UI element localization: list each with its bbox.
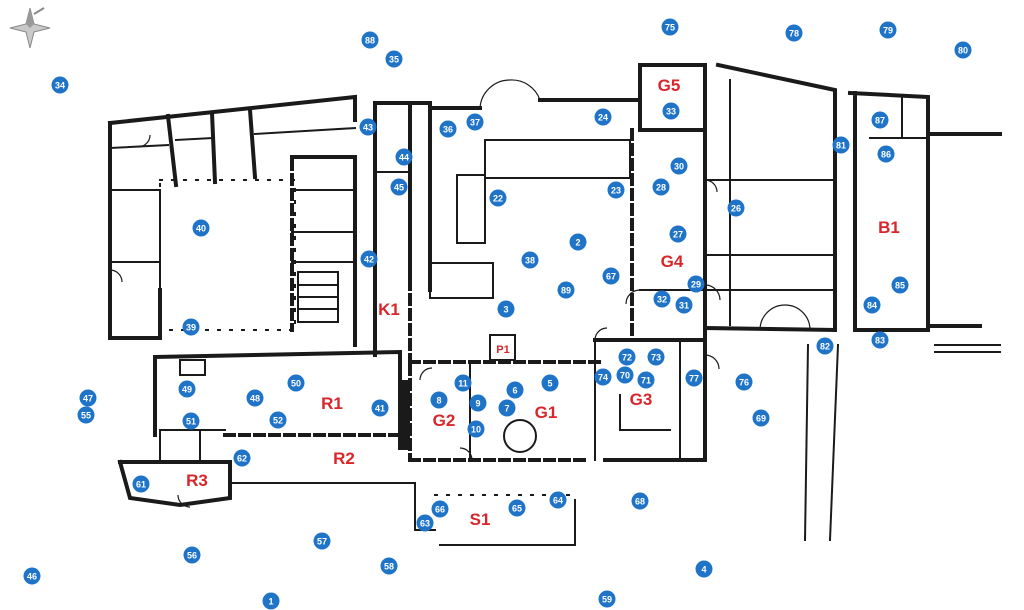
map-marker[interactable]: 39 [182, 318, 200, 336]
room-label-g1: G1 [534, 403, 558, 422]
map-marker[interactable]: 40 [192, 219, 210, 237]
map-marker[interactable]: 86 [877, 145, 895, 163]
map-marker[interactable]: 35 [385, 50, 403, 68]
map-marker[interactable]: 80 [954, 41, 972, 59]
map-marker[interactable]: 76 [735, 373, 753, 391]
map-marker[interactable]: 29 [687, 275, 705, 293]
map-marker[interactable]: 41 [371, 399, 389, 417]
map-marker[interactable]: 34 [51, 76, 69, 94]
map-marker[interactable]: 24 [594, 108, 612, 126]
map-marker[interactable]: 70 [616, 366, 634, 384]
map-marker[interactable]: 85 [891, 276, 909, 294]
room-label-p1: P1 [496, 344, 510, 356]
map-marker[interactable]: 52 [269, 411, 287, 429]
map-marker[interactable]: 75 [661, 18, 679, 36]
map-marker[interactable]: 71 [637, 371, 655, 389]
map-marker[interactable]: 11 [454, 374, 472, 392]
map-marker[interactable]: 42 [360, 250, 378, 268]
map-marker[interactable]: 47 [79, 389, 97, 407]
map-marker[interactable]: 83 [871, 331, 889, 349]
map-marker[interactable]: 77 [685, 369, 703, 387]
map-marker[interactable]: 37 [466, 113, 484, 131]
map-marker[interactable]: 7 [498, 399, 516, 417]
map-marker[interactable]: 89 [557, 281, 575, 299]
map-marker[interactable]: 4 [695, 560, 713, 578]
map-marker[interactable]: 64 [549, 491, 567, 509]
map-marker[interactable]: 87 [871, 111, 889, 129]
map-marker[interactable]: 36 [439, 120, 457, 138]
map-marker[interactable]: 73 [647, 348, 665, 366]
map-marker[interactable]: 33 [662, 102, 680, 120]
map-marker[interactable]: 79 [879, 21, 897, 39]
map-marker[interactable]: 10 [467, 420, 485, 438]
map-marker[interactable]: 84 [863, 296, 881, 314]
map-marker[interactable]: 5 [541, 374, 559, 392]
map-marker[interactable]: 61 [132, 475, 150, 493]
room-label-k1: K1 [378, 300, 400, 319]
map-marker[interactable]: 30 [670, 157, 688, 175]
map-marker[interactable]: 9 [469, 394, 487, 412]
map-marker[interactable]: 63 [416, 514, 434, 532]
map-marker[interactable]: 43 [359, 118, 377, 136]
map-marker[interactable]: 1 [262, 592, 280, 610]
map-marker[interactable]: 31 [675, 296, 693, 314]
map-marker[interactable]: 57 [313, 532, 331, 550]
map-marker[interactable]: 58 [380, 557, 398, 575]
room-label-r3: R3 [186, 471, 208, 490]
map-marker[interactable]: 59 [598, 590, 616, 608]
map-marker[interactable]: 22 [489, 189, 507, 207]
map-marker[interactable]: 72 [618, 348, 636, 366]
map-marker[interactable]: 55 [77, 406, 95, 424]
room-label-g5: G5 [657, 76, 681, 95]
map-marker[interactable]: 49 [178, 380, 196, 398]
map-marker[interactable]: 2 [569, 233, 587, 251]
map-marker[interactable]: 26 [727, 199, 745, 217]
room-label-r2: R2 [333, 449, 355, 468]
room-label-g4: G4 [660, 252, 684, 271]
map-marker[interactable]: 81 [832, 136, 850, 154]
map-marker[interactable]: 32 [653, 290, 671, 308]
room-label-s1: S1 [469, 510, 491, 529]
map-marker[interactable]: 48 [246, 389, 264, 407]
map-marker[interactable]: 74 [594, 368, 612, 386]
map-marker[interactable]: 44 [395, 148, 413, 166]
map-marker[interactable]: 69 [752, 409, 770, 427]
map-marker[interactable]: 6 [506, 381, 524, 399]
room-label-g2: G2 [432, 411, 456, 430]
map-marker[interactable]: 66 [431, 500, 449, 518]
map-marker[interactable]: 88 [361, 31, 379, 49]
map-marker[interactable]: 8 [430, 391, 448, 409]
map-marker[interactable]: 3 [497, 300, 515, 318]
map-marker[interactable]: 67 [602, 267, 620, 285]
room-label-b1: B1 [878, 218, 900, 237]
compass-rose-icon [9, 7, 51, 49]
map-marker[interactable]: 82 [816, 337, 834, 355]
map-marker[interactable]: 46 [23, 567, 41, 585]
map-marker[interactable]: 38 [521, 251, 539, 269]
map-marker[interactable]: 23 [607, 181, 625, 199]
map-marker[interactable]: 50 [287, 374, 305, 392]
map-marker[interactable]: 45 [390, 178, 408, 196]
map-marker[interactable]: 28 [652, 178, 670, 196]
map-marker[interactable]: 78 [785, 24, 803, 42]
map-marker[interactable]: 27 [669, 225, 687, 243]
room-label-g3: G3 [629, 390, 653, 409]
map-marker[interactable]: 68 [631, 492, 649, 510]
map-marker[interactable]: 56 [183, 546, 201, 564]
map-marker[interactable]: 65 [508, 499, 526, 517]
map-marker[interactable]: 51 [182, 412, 200, 430]
room-label-r1: R1 [321, 394, 343, 413]
map-marker[interactable]: 62 [233, 449, 251, 467]
